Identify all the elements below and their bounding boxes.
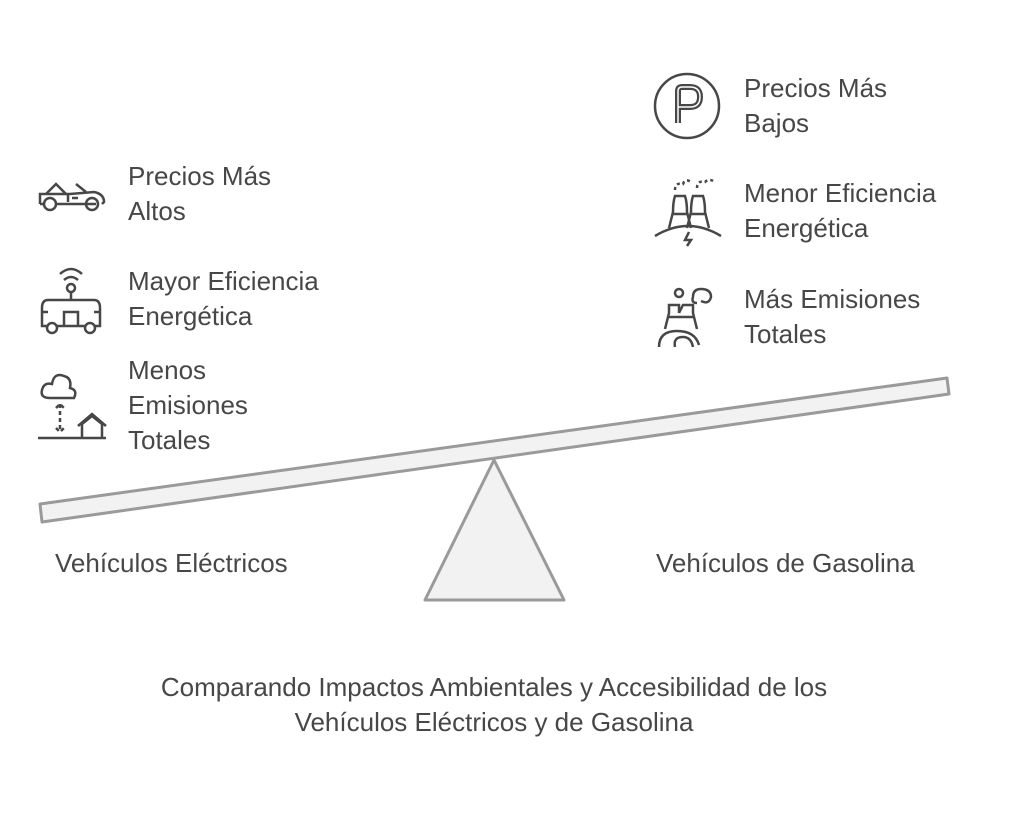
item-text: Totales — [744, 319, 827, 349]
item-text: Altos — [128, 196, 186, 226]
convertible-car-icon — [38, 182, 106, 212]
right-item-1: Precios Más Bajos — [744, 71, 887, 141]
item-text: Bajos — [744, 108, 810, 138]
item-text: Menos — [128, 355, 207, 385]
title-line: Vehículos Eléctricos y de Gasolina — [294, 707, 694, 737]
parking-icon — [653, 72, 721, 140]
item-text: Emisiones — [128, 390, 248, 420]
title-line: Comparando Impactos Ambientales y Accesi… — [160, 672, 828, 702]
power-plant-icon — [654, 178, 722, 247]
right-side-label: Vehículos de Gasolina — [656, 548, 915, 578]
fulcrum-triangle — [423, 458, 566, 602]
left-item-1: Precios Más Altos — [128, 159, 271, 229]
connected-bus-icon — [40, 267, 102, 335]
left-side-label: Vehículos Eléctricos — [55, 548, 288, 578]
diagram-title: Comparando Impactos Ambientales y Accesi… — [0, 670, 988, 740]
left-item-2: Mayor Eficiencia Energética — [128, 264, 319, 334]
seesaw-plank — [38, 376, 951, 524]
item-text: Totales — [128, 425, 211, 455]
item-text: Precios Más — [744, 73, 888, 103]
item-text: Más Emisiones — [744, 284, 921, 314]
item-text: Energética — [744, 213, 869, 243]
item-text: Precios Más — [128, 161, 272, 191]
factory-emissions-icon — [657, 287, 713, 348]
right-item-3: Más Emisiones Totales — [744, 282, 920, 352]
item-text: Energética — [128, 301, 253, 331]
item-text: Mayor Eficiencia — [128, 266, 319, 296]
left-item-3: Menos Emisiones Totales — [128, 353, 248, 458]
cloud-house-icon — [38, 373, 107, 440]
right-item-2: Menor Eficiencia Energética — [744, 176, 936, 246]
item-text: Menor Eficiencia — [744, 178, 937, 208]
